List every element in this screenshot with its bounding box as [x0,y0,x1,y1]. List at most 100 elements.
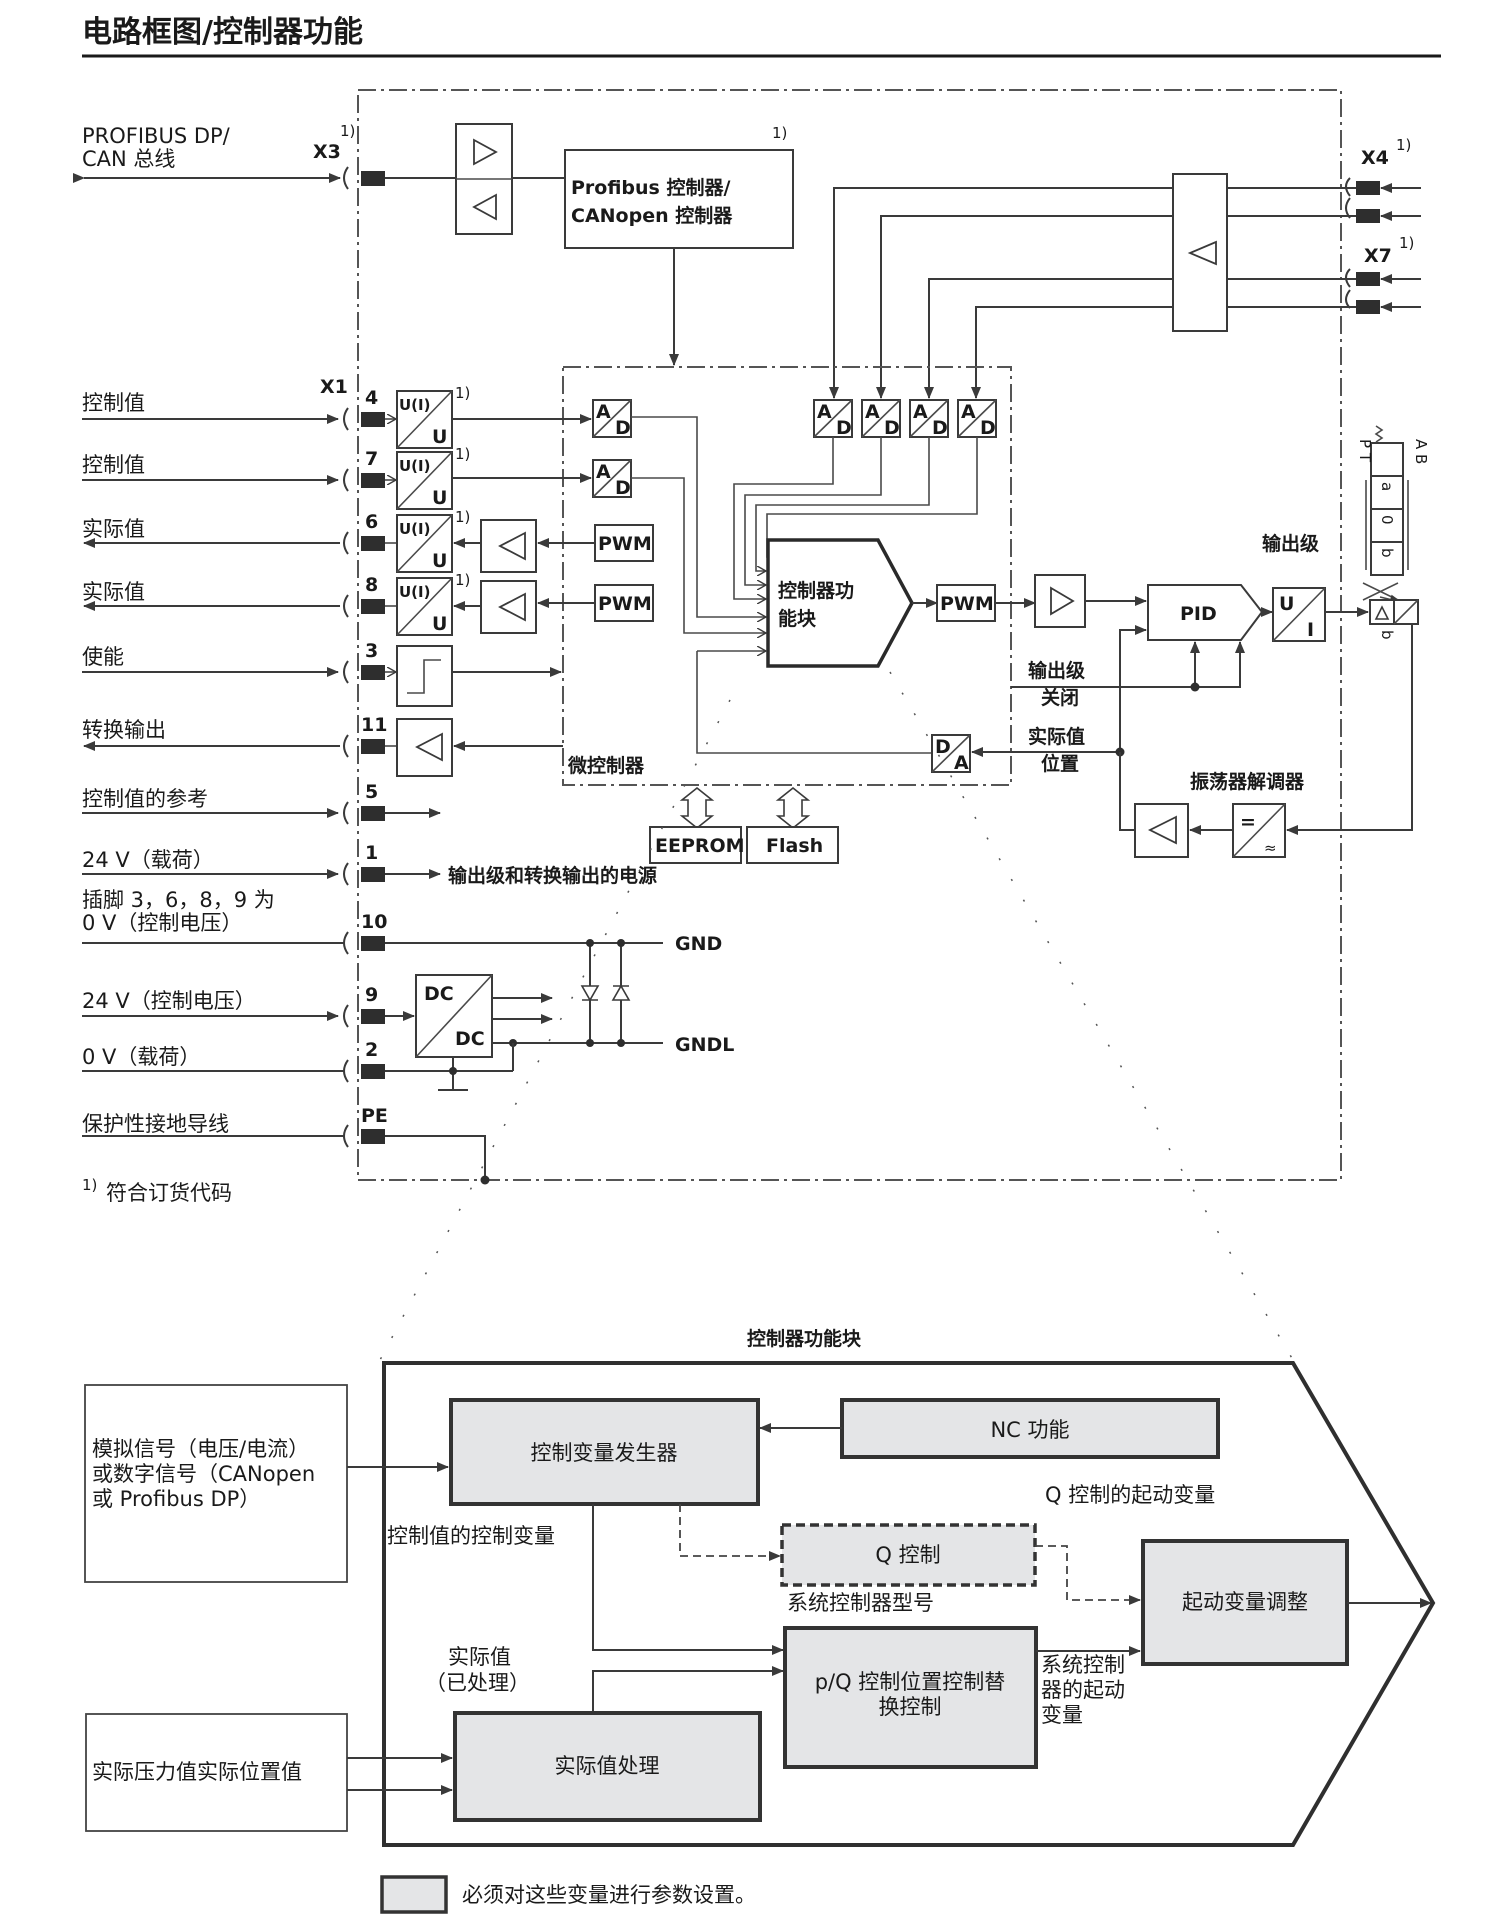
x3-pin [361,171,385,186]
profibus-footnote: 1) [772,124,787,142]
generator-to-q-dashed [679,1504,781,1561]
svg-text:a: a [1378,482,1396,491]
pin-row-pe: 保护性接地导线 PE [82,1105,490,1185]
x1-label: X1 [320,376,348,398]
svg-text:A: A [865,401,880,423]
svg-text:使能: 使能 [82,645,124,669]
svg-text:PWM: PWM [598,533,652,555]
x4-footnote: 1) [1396,136,1411,154]
svg-text:A: A [913,401,928,423]
actual-input-label: 实际压力值实际位置值 [92,1760,302,1784]
svg-text:D: D [615,417,631,439]
controller-function-block [766,538,914,668]
pwm-actual-1: PWM [594,524,654,562]
svg-text:插脚 3，6，8，9 为: 插脚 3，6，8，9 为 [82,888,275,912]
pin-row-3: 使能 3 [82,640,562,707]
svg-text:U(I): U(I) [399,457,430,475]
svg-text:b: b [1378,630,1396,640]
svg-text:U(I): U(I) [399,583,430,601]
svg-text:A: A [596,461,611,483]
eeprom-box [649,826,742,864]
pin-row-1: 24 V（载荷） 1 输出级和转换输出的电源 [82,842,657,887]
bus-label-line1: PROFIBUS DP/ [82,124,231,148]
sensor-lines [829,187,1356,399]
input-signal-line2: 或数字信号（CANopen [92,1462,315,1486]
eeprom-label: EEPROM [655,835,745,857]
svg-text:U: U [432,426,447,448]
shutdown-junction [1190,682,1200,692]
pq-control-label-line2: 换控制 [879,1695,942,1719]
svg-text:0: 0 [1378,515,1396,525]
da-converter: DA [931,734,971,774]
gnd-label: GND [675,933,722,955]
svg-text:2: 2 [365,1039,378,1061]
svg-text:1): 1) [455,445,470,463]
svg-text:保护性接地导线: 保护性接地导线 [82,1112,229,1136]
position-to-pid [1119,625,1147,752]
svg-text:控制值: 控制值 [82,391,145,415]
svg-text:U: U [432,550,447,572]
ui-converter: U I [1272,587,1326,642]
svg-text:PWM: PWM [598,593,652,615]
function-block-heading: 控制器功能块 [747,1327,862,1350]
legend-text: 必须对这些变量进行参数设置。 [462,1883,756,1907]
shutdown-label-line1: 输出级 [1028,659,1085,682]
position-label-line2: 位置 [1041,752,1079,775]
svg-text:24 V（载荷）: 24 V（载荷） [82,848,214,872]
pin-row-6: 实际值 6 U(I) U 1) [82,508,595,573]
svg-text:实际值: 实际值 [82,580,145,604]
start-variable-adjust-label: 起动变量调整 [1182,1590,1308,1614]
input-signal-box [84,1384,348,1583]
power-supply-label: 输出级和转换输出的电源 [448,864,657,887]
nc-function-label: NC 功能 [990,1418,1069,1442]
x7-label: X7 [1364,245,1392,267]
svg-text:0 V（控制电压）: 0 V（控制电压） [82,911,242,935]
x3-socket [343,166,349,190]
svg-text:I: I [1307,619,1314,641]
profibus-controller-line2: CANopen 控制器 [571,204,733,227]
actual-input-box [85,1713,348,1832]
svg-text:1): 1) [455,571,470,589]
svg-text:1: 1 [365,842,378,864]
svg-text:≈: ≈ [1264,839,1277,857]
flash-label: Flash [766,835,823,857]
profibus-controller-box [564,149,794,249]
buffer-amp-icon [1187,240,1217,266]
osc-amp-icon [1147,815,1177,845]
control-variable-generator [449,1398,760,1506]
legend-swatch [380,1875,448,1914]
pin-row-5: 控制值的参考 5 [82,781,441,825]
device-housing [357,89,1342,1181]
flash-box [746,826,839,864]
svg-text:D: D [980,417,996,439]
x3-label: X3 [313,141,341,163]
pin-row-4: 控制值 4 U(I) U 1) [82,384,592,449]
generator-label: 控制变量发生器 [531,1441,678,1465]
osc-amp [1134,803,1189,858]
pin-row-2: 0 V（载荷） 2 [82,1039,513,1083]
svg-text:5: 5 [365,781,378,803]
shutdown-label-line2: 关闭 [1041,686,1079,709]
x7-footnote: 1) [1399,234,1414,252]
svg-text:D: D [935,736,951,758]
q-to-start-dashed [1035,1545,1141,1605]
proportional-valve-icon: a 0 b P T A B b [1356,425,1430,640]
pq-control-label-line1: p/Q 控制位置控制替 [815,1670,1006,1694]
da-feedback-line [696,651,932,754]
actual-value-processing-box [453,1711,762,1822]
profibus-controller-line1: Profibus 控制器/ [571,176,730,199]
svg-text:b: b [1378,548,1396,558]
output-amp-icon [1050,586,1075,616]
pin-row-8: 实际值 8 U(I) U 1) [82,571,595,636]
actual-to-pq [592,1666,784,1712]
svg-text:P T: P T [1356,439,1374,463]
svg-text:3: 3 [365,640,378,662]
ad-left-lines [631,416,766,633]
pin-row-11: 转换输出 11 [82,714,563,777]
system-start-line2: 器的起动 [1041,1678,1125,1702]
system-start-line1: 系统控制 [1041,1653,1125,1677]
ad-converter-ch1: AD [592,399,632,439]
svg-text:D: D [615,477,631,499]
svg-text:PE: PE [361,1105,388,1127]
